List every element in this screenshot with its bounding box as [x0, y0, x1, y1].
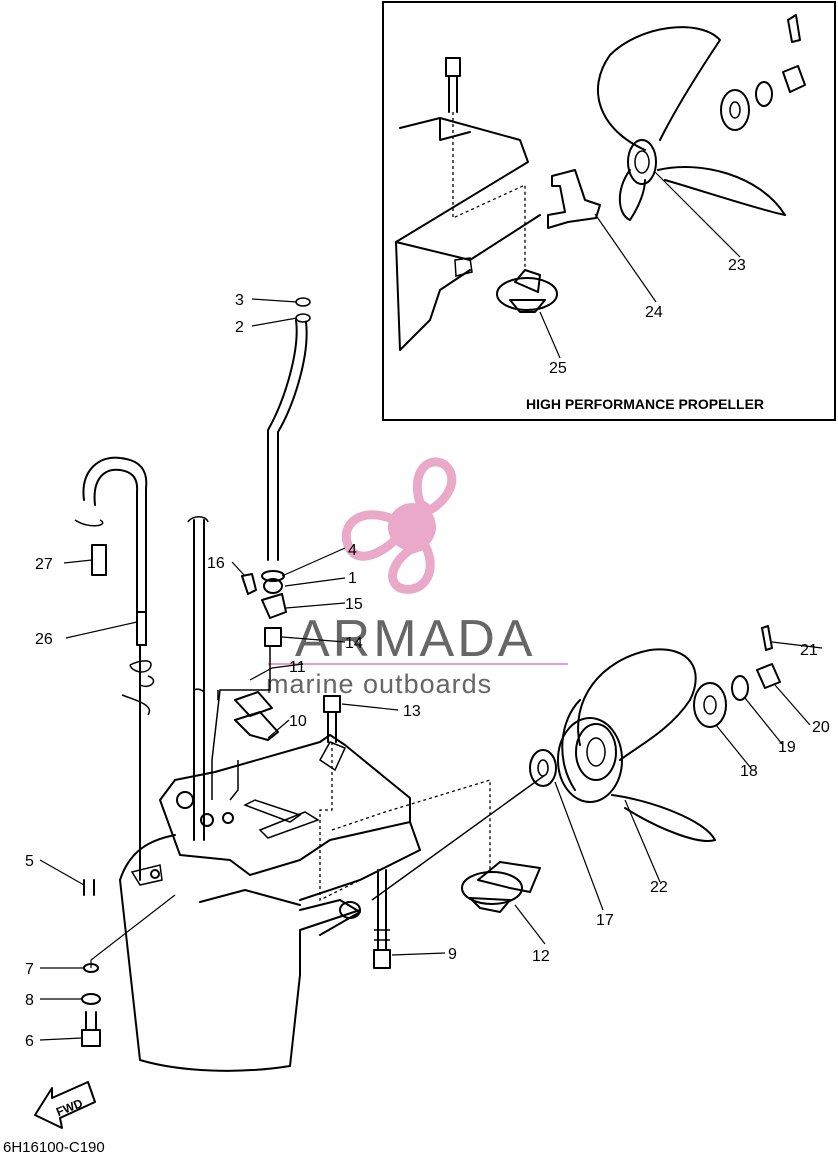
callout-20: 20: [812, 719, 830, 736]
callout-27: 27: [35, 556, 53, 573]
callout-19: 19: [778, 739, 796, 756]
grommet-icon: [229, 691, 279, 801]
lower-case-housing: [119, 734, 421, 1072]
callout-13: 13: [403, 703, 421, 720]
inset-panel: [382, 1, 836, 421]
diagram-code: 6H16100-C190: [3, 1139, 105, 1155]
inset-bolt-icon: [445, 57, 461, 113]
shift-rod-icon: [187, 516, 209, 841]
watermark-tagline: marine outboards: [266, 669, 492, 699]
inset-propeller-icon: [596, 26, 786, 221]
spacer-17-icon: [529, 749, 557, 787]
inset-spacer-icon: [547, 169, 601, 229]
callout-26: 26: [35, 631, 53, 648]
bolt-6-icon: [81, 1011, 101, 1047]
callout-15: 15: [345, 596, 363, 613]
callout-14: 14: [345, 635, 363, 652]
callout-16: 16: [207, 555, 225, 572]
inset-washer-icon: [720, 14, 806, 131]
cotter-pin-21-icon: [761, 625, 773, 651]
callout-5: 5: [25, 853, 34, 870]
leader-lines: [39, 171, 823, 1041]
callout-7: 7: [25, 961, 34, 978]
callout-9: 9: [448, 946, 457, 963]
callout-4: 4: [348, 542, 357, 559]
watermark-brand: ARMADA: [295, 610, 535, 668]
watermark-logo: [341, 457, 457, 594]
callout-24: 24: [645, 304, 663, 321]
washer-8-icon: [81, 993, 101, 1005]
inset-title: HIGH PERFORMANCE PROPELLER: [526, 396, 764, 412]
inset-anode-icon: [496, 269, 558, 313]
callout-12: 12: [532, 948, 550, 965]
bolt-9-icon: [373, 869, 391, 969]
water-tube-icon: [74, 456, 155, 881]
bolt-13-icon: [323, 695, 341, 743]
callout-25: 25: [549, 360, 567, 377]
dowel-pin-5-icon: [83, 879, 95, 896]
callout-6: 6: [25, 1033, 34, 1050]
water-pipe-icon: [211, 297, 311, 800]
callout-3: 3: [235, 292, 244, 309]
callouts: 1 2 3 4 5 6 7 8 9 10 11 12 13 14 15 16 1…: [25, 257, 830, 1050]
anode-icon: [461, 861, 541, 913]
nut-20-icon: [756, 663, 781, 689]
washer-18-icon: [693, 682, 727, 728]
fwd-arrow-icon: [34, 1081, 96, 1129]
callout-8: 8: [25, 992, 34, 1009]
callout-18: 18: [740, 763, 758, 780]
callout-21: 21: [800, 642, 818, 659]
callout-23: 23: [728, 257, 746, 274]
callout-17: 17: [596, 912, 614, 929]
callout-11: 11: [289, 659, 306, 676]
washer-19-icon: [731, 675, 749, 701]
propeller-icon: [557, 648, 716, 842]
callout-10: 10: [289, 713, 307, 730]
callout-1: 1: [348, 570, 357, 587]
callout-2: 2: [235, 319, 244, 336]
callout-22: 22: [650, 879, 668, 896]
